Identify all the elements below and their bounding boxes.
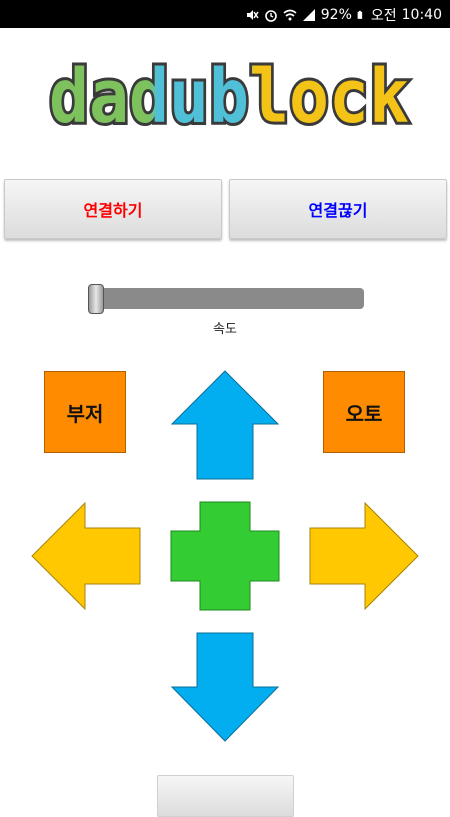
signal-icon [302, 9, 315, 21]
buzzer-button-label: 부저 [66, 401, 104, 426]
battery-percent: 92% [320, 7, 352, 23]
clock-ampm: 오전 [370, 8, 397, 24]
arrow-up-icon[interactable] [171, 370, 279, 480]
bottom-button[interactable] [157, 775, 294, 817]
battery-icon [357, 10, 363, 19]
clock-time: 10:40 [401, 7, 442, 23]
alarm-icon [264, 10, 277, 22]
speed-slider-thumb[interactable] [88, 284, 104, 314]
svg-text:dadublock: dadublock [49, 62, 409, 134]
speed-slider[interactable] [88, 288, 364, 309]
disconnect-button-label: 연결끊기 [308, 201, 368, 220]
arrow-down-icon[interactable] [171, 632, 279, 742]
disconnect-button[interactable]: 연결끊기 [229, 179, 447, 239]
arrow-right-icon[interactable] [309, 502, 419, 610]
status-bar: 92% 오전 10:40 [0, 0, 450, 28]
dadublock-logo: dadublock dadublock [46, 62, 412, 134]
arrow-left-icon[interactable] [31, 502, 141, 610]
auto-button[interactable]: 오토 [323, 371, 405, 453]
status-icons: 92% 오전 10:40 [245, 5, 442, 25]
buzzer-button[interactable]: 부저 [44, 371, 126, 453]
connect-button-label: 연결하기 [83, 201, 143, 220]
connect-button[interactable]: 연결하기 [4, 179, 222, 239]
speed-label: 속도 [213, 322, 237, 337]
mute-icon [246, 10, 259, 20]
logo-text: dadublock [49, 62, 409, 134]
wifi-icon [283, 9, 297, 21]
auto-button-label: 오토 [345, 401, 383, 426]
stop-plus-icon[interactable] [170, 501, 280, 611]
